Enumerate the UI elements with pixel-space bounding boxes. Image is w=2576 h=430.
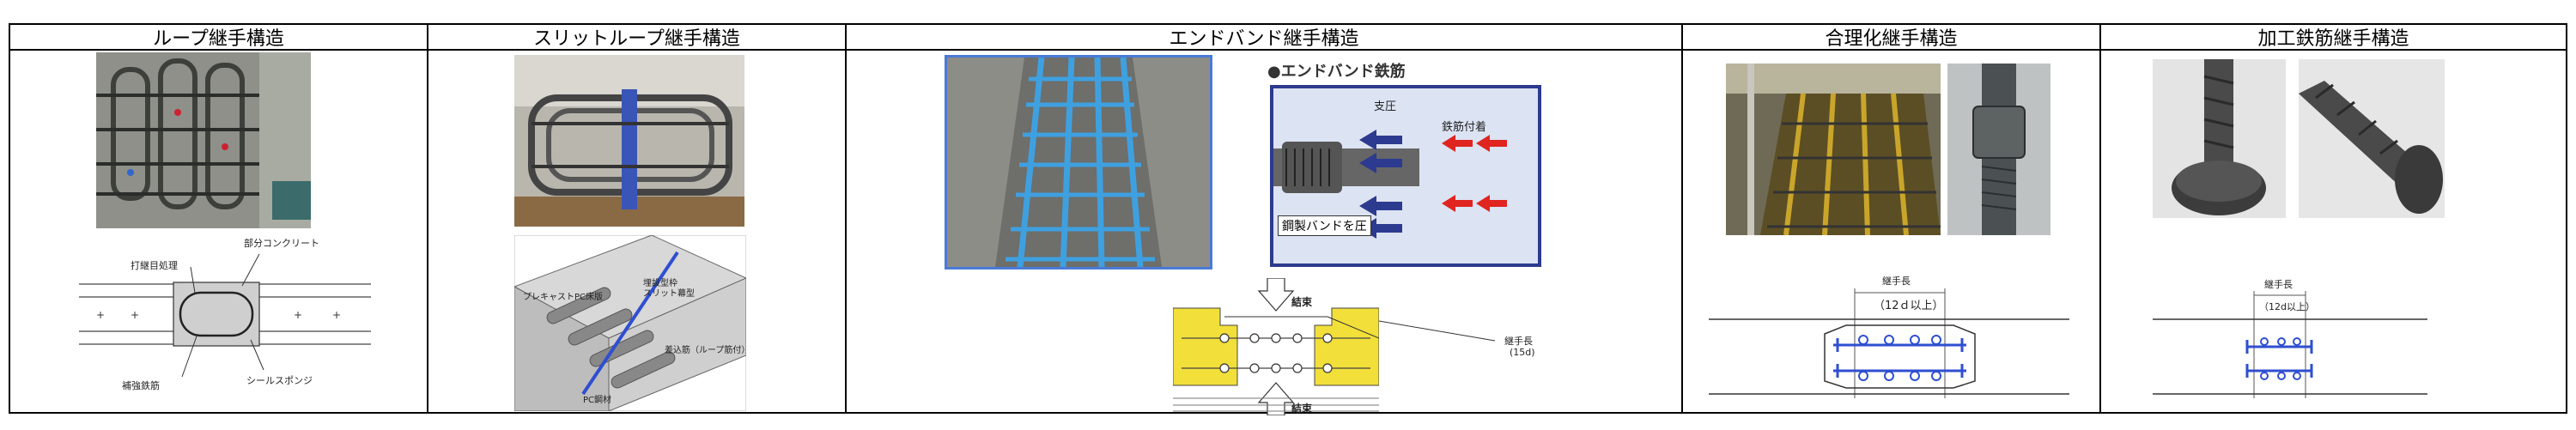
column-header: 合理化継手構造: [1683, 25, 2099, 51]
label-joint-length: 継手長: [2264, 279, 2293, 290]
end-band-rebar-panel: [1270, 85, 1541, 267]
column-processed-rebar-joint: 加工鉄筋継手構造: [2101, 25, 2566, 412]
label-joint-length-value: （12ｄ以上）: [1874, 300, 1944, 312]
label-joint-length-value: （12d以上）: [2259, 301, 2315, 312]
label-seal-sponge: シールスポンジ: [246, 375, 313, 386]
end-band-rebar-title: ●エンドバンド鉄筋: [1267, 63, 1406, 81]
label-support-pressure: 支圧: [1374, 100, 1397, 113]
label-joint-treatment: 打継目処理: [131, 260, 178, 271]
label-joint-length: 継手長: [1882, 276, 1911, 287]
slit-loop-joint-photo: [514, 55, 744, 227]
label-joint-length-value: (15d): [1510, 347, 1535, 358]
column-rationalized-joint: 合理化継手構造: [1683, 25, 2101, 412]
column-loop-joint: ループ継手構造: [10, 25, 428, 412]
joint-structure-table: ループ継手構造: [9, 23, 2567, 415]
slit-loop-joint-diagram: [514, 235, 746, 411]
label-precast-slab: プレキャストPC床版: [523, 293, 604, 302]
end-band-joint-photo: [945, 55, 1212, 270]
label-pc-steel: PC鋼材: [583, 396, 612, 405]
processed-rebar-diagram: [2153, 291, 2427, 398]
label-slit: 埋設型枠 スリット幕型: [643, 279, 695, 299]
label-bind-bottom: 結束: [1291, 403, 1313, 415]
label-bind-top: 結束: [1291, 296, 1313, 308]
svg-text:+: +: [96, 309, 105, 321]
column-slit-loop-joint: スリットループ継手構造: [428, 25, 847, 412]
label-steel-band: 鋼製バンドを圧: [1278, 215, 1371, 236]
loop-joint-photo: [96, 52, 311, 228]
column-header: 加工鉄筋継手構造: [2101, 25, 2566, 51]
processed-rebar-photo-2: [2299, 59, 2445, 218]
column-header: スリットループ継手構造: [428, 25, 845, 51]
label-rebar-bond: 鉄筋付着: [1442, 121, 1487, 134]
label-inserted-rebar: 差込筋（ループ筋付）: [665, 346, 750, 355]
label-partial-concrete: 部分コンクリート: [244, 238, 319, 249]
rationalized-joint-photo-2: [1947, 64, 2050, 235]
rationalized-joint-diagram: [1709, 288, 2069, 398]
rationalized-joint-photo-1: [1726, 64, 1941, 235]
column-header: ループ継手構造: [10, 25, 427, 51]
label-reinforcing-bar: 補強鉄筋: [122, 380, 160, 391]
svg-text:+: +: [332, 309, 341, 321]
processed-rebar-photo-1: [2153, 59, 2286, 218]
loop-joint-diagram: + + + +: [79, 253, 371, 378]
label-joint-length: 継手長: [1504, 336, 1533, 347]
svg-text:+: +: [131, 309, 139, 321]
end-band-section-diagram: [1173, 278, 1379, 415]
column-header: エンドバンド継手構造: [847, 25, 1681, 51]
joint-length-leader: [1379, 320, 1496, 342]
column-end-band-joint: エンドバンド継手構造: [847, 25, 1683, 415]
svg-text:+: +: [294, 309, 302, 321]
